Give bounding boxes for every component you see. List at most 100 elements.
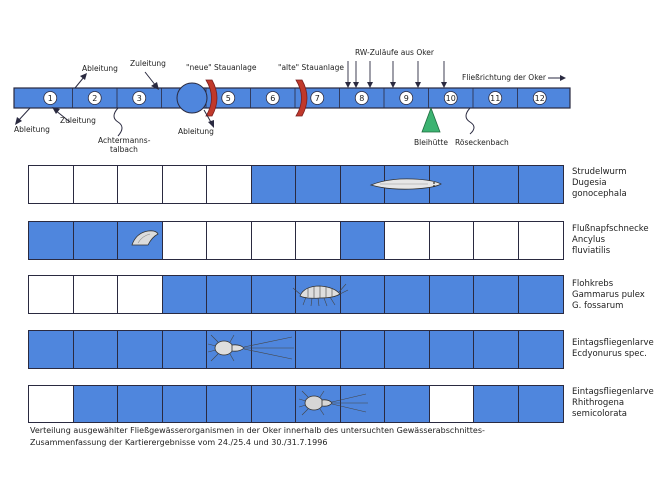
presence-cell-present [29, 331, 74, 368]
presence-cell-present [162, 331, 207, 368]
presence-cell-absent [474, 222, 519, 259]
presence-cell-absent [73, 166, 118, 203]
river-section-number: 5 [226, 94, 231, 103]
presence-cell-present [340, 276, 385, 313]
zuleitung-label-top: Zuleitung [130, 59, 166, 68]
river-section-marker [354, 91, 369, 105]
presence-cell-present [474, 166, 519, 203]
presence-cell-present [251, 331, 296, 368]
presence-cell-absent [429, 386, 474, 422]
amphipod-icon [292, 283, 349, 307]
organism-grid-1 [28, 165, 564, 204]
river-section-number: 3 [137, 94, 142, 103]
river-section-marker [132, 91, 147, 105]
presence-cell-present [429, 276, 474, 313]
organism-name-3-common: Flohkrebs [572, 279, 614, 289]
river-section-marker [87, 91, 102, 105]
ableitung-arrowhead [15, 117, 22, 125]
figure-caption: Verteilung ausgewählter Fließgewässerorg… [30, 425, 485, 449]
organism-name-5-common: Eintagsfliegenlarve [572, 387, 654, 397]
river-section-number: 9 [404, 94, 409, 103]
presence-cell-present [162, 386, 207, 422]
river-section-number: 7 [315, 94, 320, 103]
river-section-number: 6 [270, 94, 275, 103]
zuleitung-arrowhead-top [151, 82, 159, 90]
presence-cell-absent [29, 166, 74, 203]
organism-name-2-species: fluviatilis [572, 246, 611, 256]
bleihuette-label: Bleihütte [414, 138, 448, 147]
ableitung-arrow [17, 107, 31, 122]
organism-label-4: Eintagsfliegenlarve Ecdyonurus spec. [572, 338, 654, 360]
ableitung-label-top: Ableitung [82, 64, 118, 73]
organism-label-3: Flohkrebs Gammarus pulex G. fossarum [572, 279, 645, 312]
river-section-number: 2 [92, 94, 97, 103]
organism-grid-2 [28, 221, 564, 260]
presence-cell-present [251, 386, 296, 422]
organism-name-3-genus: Gammarus pulex [572, 290, 645, 300]
presence-cell-absent [385, 222, 430, 259]
river-section-marker [43, 91, 58, 105]
presence-cell-absent [207, 166, 252, 203]
organism-name-2-common: Flußnapfschnecke [572, 224, 649, 234]
bleihuette-triangle [421, 106, 441, 133]
river-section-number: 1 [48, 94, 53, 103]
rw-inflow-arrowhead [390, 82, 396, 88]
presence-cell-present [474, 276, 519, 313]
rw-inflow-arrowhead [353, 82, 359, 88]
flatworm-icon [369, 178, 442, 190]
organism-name-4-genus: Ecdyonurus spec. [572, 349, 647, 359]
presence-cell-present [340, 222, 385, 259]
river-schematic: 123456789101112 Ableitung Zuleitung Able… [13, 48, 571, 154]
organism-grid-4 [28, 330, 564, 369]
river-section-marker [310, 91, 325, 105]
presence-cell-present [296, 331, 341, 368]
presence-cell-present [518, 276, 563, 313]
neue-stauanlage-label: "neue" Stauanlage [186, 63, 257, 72]
roeseckenbach-stream [465, 107, 475, 135]
presence-cell-present [518, 331, 563, 368]
presence-cell-present [251, 276, 296, 313]
river-section-marker [488, 91, 503, 105]
rw-zulaeufe-label: RW-Zuläufe aus Oker [355, 48, 435, 57]
caption-line-1: Verteilung ausgewählter Fließgewässerorg… [30, 426, 485, 435]
roeseckenbach-label: Röseckenbach [455, 138, 509, 147]
ableitung-arrow-top [74, 76, 85, 89]
organism-name-3-species: G. fossarum [572, 301, 624, 311]
presence-cell-absent [429, 222, 474, 259]
zuleitung-arrowhead [52, 107, 60, 114]
organism-grid-5 [28, 385, 564, 423]
mayfly-larva-icon [207, 334, 294, 362]
presence-cell-present [162, 276, 207, 313]
presence-cell-absent [73, 276, 118, 313]
organism-name-1-genus: Dugesia [572, 178, 607, 188]
presence-cell-absent [207, 222, 252, 259]
river-section-marker [399, 91, 414, 105]
achtermannstalbach-label-2: talbach [110, 145, 138, 154]
presence-cell-absent [162, 166, 207, 203]
organism-name-4-common: Eintagsfliegenlarve [572, 338, 654, 348]
presence-cell-absent [162, 222, 207, 259]
organism-name-1-common: Strudelwurm [572, 167, 627, 177]
organism-label-5: Eintagsfliegenlarve Rhithrogena semicolo… [572, 387, 654, 420]
presence-cell-absent [251, 222, 296, 259]
presence-cell-absent [296, 222, 341, 259]
rw-inflow-arrowhead [367, 82, 373, 88]
presence-cell-present [429, 331, 474, 368]
river-section-number: 8 [359, 94, 364, 103]
rw-inflow-arrows [345, 61, 447, 88]
limpet-icon [131, 230, 159, 246]
presence-cell-present [118, 386, 163, 422]
presence-cell-present [73, 222, 118, 259]
river-section-number: 11 [490, 94, 500, 103]
river-section-marker [221, 91, 236, 105]
presence-cell-present [474, 331, 519, 368]
presence-cell-present [474, 386, 519, 422]
ableitung-label: Ableitung [14, 125, 50, 134]
river-section-marker [265, 91, 280, 105]
presence-cell-present [118, 331, 163, 368]
presence-cell-absent [29, 386, 74, 422]
presence-cell-present [385, 331, 430, 368]
presence-cell-present [207, 386, 252, 422]
presence-cell-absent [29, 276, 74, 313]
neue-stauanlage-basin [176, 82, 208, 114]
